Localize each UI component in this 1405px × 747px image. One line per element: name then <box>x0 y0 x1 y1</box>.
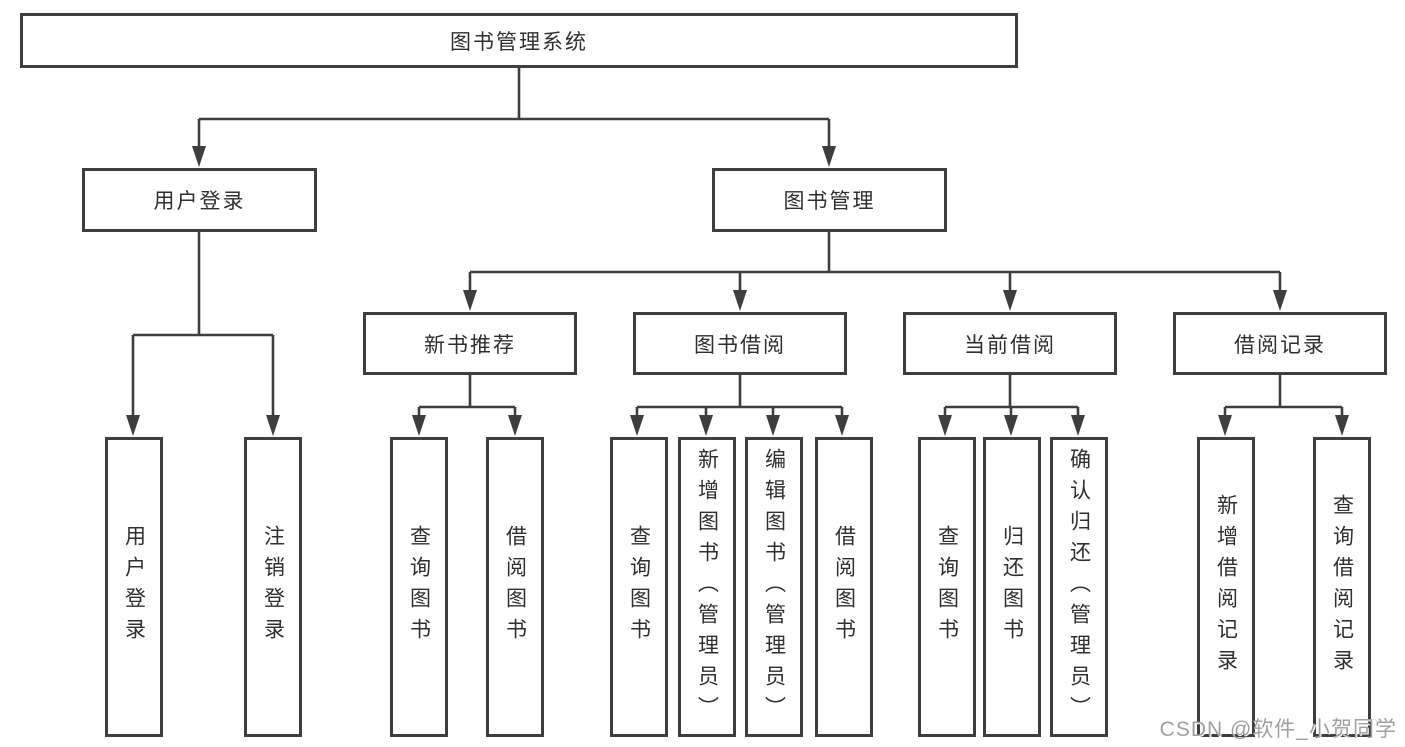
csdn-watermark: CSDN @软件_小贺同学 <box>1159 718 1397 741</box>
node-leaf-return-books: 归还图书 <box>983 437 1041 737</box>
connector-lines <box>131 68 1344 421</box>
node-leaf-logout: 注销登录 <box>244 437 302 737</box>
node-leaf-add-borrow-record: 新增借阅记录 <box>1197 437 1255 737</box>
arrowheads <box>126 146 1349 436</box>
node-leaf-query-books-2: 查询图书 <box>610 437 668 737</box>
node-leaf-borrow-books-1: 借阅图书 <box>486 437 544 737</box>
node-user-login: 用户登录 <box>82 168 317 232</box>
node-leaf-query-books-3: 查询图书 <box>918 437 976 737</box>
node-book-management: 图书管理 <box>712 168 947 232</box>
node-book-borrowing: 图书借阅 <box>633 312 847 375</box>
node-leaf-query-books-1: 查询图书 <box>390 437 448 737</box>
node-leaf-borrow-books-2: 借阅图书 <box>815 437 873 737</box>
node-leaf-edit-books-admin: 编辑图书（管理员） <box>745 437 803 737</box>
node-leaf-confirm-return-admin: 确认归还（管理员） <box>1050 437 1108 737</box>
node-leaf-query-borrow-record: 查询借阅记录 <box>1313 437 1371 737</box>
node-current-borrowing: 当前借阅 <box>903 312 1117 375</box>
node-leaf-user-login: 用户登录 <box>105 437 163 737</box>
node-leaf-add-books-admin: 新增图书（管理员） <box>678 437 736 737</box>
node-library-system: 图书管理系统 <box>20 13 1018 68</box>
node-new-book-recommend: 新书推荐 <box>363 312 577 375</box>
node-borrowing-records: 借阅记录 <box>1173 312 1387 375</box>
